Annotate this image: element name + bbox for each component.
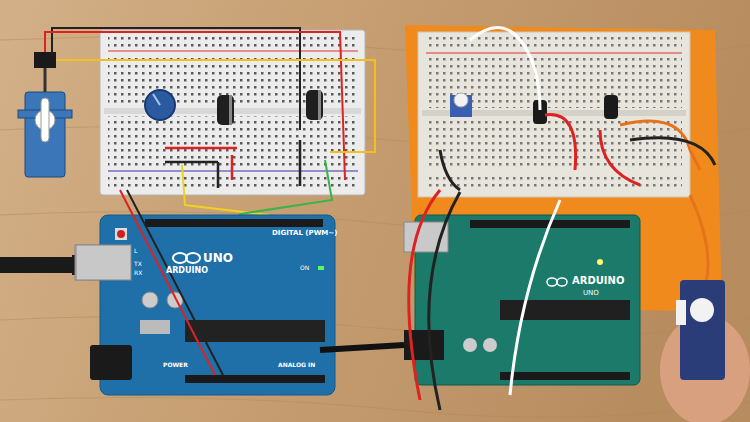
pin-header-label: DIGITAL (PWM~) — [272, 230, 337, 237]
board-brand: ARDUINO — [166, 267, 208, 275]
board-model: UNO — [583, 290, 599, 297]
led-label: L — [134, 248, 137, 254]
board-model: UNO — [203, 252, 233, 264]
led-label: RX — [134, 270, 142, 276]
led-label: TX — [134, 261, 142, 267]
board-brand: ARDUINO — [572, 276, 624, 286]
pin-header-label: ANALOG IN — [278, 362, 315, 368]
led-label: ON — [300, 265, 309, 271]
pin-header-label: POWER — [163, 362, 188, 368]
